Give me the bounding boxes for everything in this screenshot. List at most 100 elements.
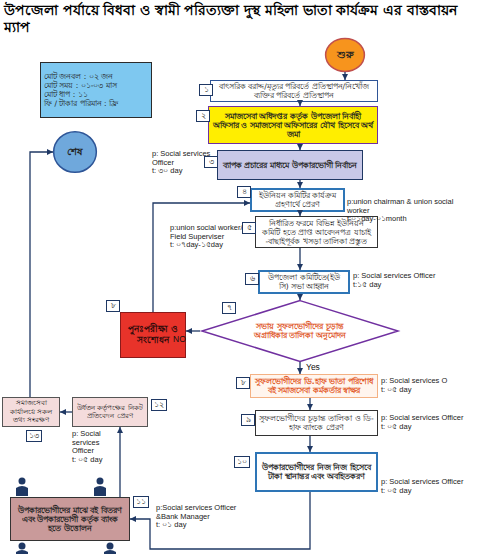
role-time-note: p: Social services Ot: ০৫ day [381,377,477,394]
flow-connector [299,180,300,188]
role-time-note: p:union chairman & union social workert:… [347,198,469,224]
callout-number-box: ১ [199,84,213,96]
callout-number: ১৩ [29,431,39,441]
summary-line: মোট সময় : ০১-০৩ মাস [44,81,117,90]
callout-number: ৪ [240,187,248,197]
node-text: সমাজসেবা অধিদপ্তর কর্তৃক উপজেলা নির্বাহী… [212,112,374,139]
callout-number: ১১ [136,497,146,507]
person-body [94,486,106,496]
node-text: উপজেলা কমিটিতে(ইউ সি) সভা আহ্বান [263,273,345,291]
start-terminal: শুরু [325,38,365,72]
summary-line: মোট ধাপ : ১১ [44,90,88,99]
person-head [97,478,104,485]
flow-connector [299,362,300,374]
callout-number: ১২ [154,400,164,410]
callout-number-box: ১১ [133,496,149,508]
callout-number: ৬ [248,274,256,284]
flow-connector [309,436,310,452]
role-time-note: p:union social worker/ Field Supervisert… [170,224,250,250]
role-time-text: p: Social services O [381,377,477,386]
process-box: বাৎসরিক বরাদ্দ/মৃত্যুর পরিবর্তে প্রতিস্থ… [210,80,378,102]
person-body [16,486,28,496]
process-box: উপকারভোগীদের মাঝে বই বিতরণ এবং উপকারভোগী… [10,497,130,541]
flow-connector [186,330,200,331]
flow-connector [344,72,345,80]
process-box: সমাজসেবা কার্যালয়ে সকল তথ্য সংরক্ষণ [2,397,60,427]
node-text: শুরু [337,49,354,61]
person-head [107,543,114,550]
callout-number: ৯ [244,415,252,425]
person-icon [16,478,28,497]
role-time-note: p: Social services Officert:১৫ day [353,272,465,289]
process-box: ইউনিয়ন কমিটির কার্যক্রম গ্রহণার্থে প্রে… [250,188,345,212]
terminal-outline [326,39,365,72]
role-time-text: t: ০৫ day [381,423,475,432]
node-text: বাৎসরিক বরাদ্দ/মৃত্যুর পরিবর্তে প্রতিস্থ… [214,82,374,100]
flow-connector [309,398,310,410]
callout-number-box: ৮ [106,300,120,312]
role-time-text: t:১৫ day [353,281,465,290]
role-time-text: t: ০৭day-১৫day [170,241,250,250]
flow-connector [153,203,250,312]
node-text: সমাজসেবা কার্যালয়ে সকল তথ্য সংরক্ষণ [6,399,56,424]
role-time-text: p: Social services Officer [353,272,465,281]
flow-connector [119,427,120,497]
process-box: ব্যাপক প্রচারের মাধ্যমে উপকারভোগী নির্বা… [217,150,363,180]
role-time-text: p: Social services Officer [381,414,475,423]
end-terminal: শেষ [53,131,97,173]
flow-connector [130,492,310,549]
person-icon [104,543,116,554]
callout-number-box: ৯ [241,414,255,426]
role-time-text: p: Social services Officer [152,150,214,167]
process-box: সমাজসেবা অধিদপ্তর কর্তৃক উপজেলা নির্বাহী… [208,106,378,144]
callout-number: ১ [202,85,210,95]
role-time-text: p: Social services Officer [381,478,475,487]
node-text: উর্ধতন কর্তৃপক্ষের নিকট প্রতিবেদন প্রেরণ [76,404,144,421]
process-box: উপজেলা কমিটিতে(ইউ সি) সভা আহ্বান [258,270,350,294]
process-box: উর্ধতন কর্তৃপক্ষের নিকট প্রতিবেদন প্রেরণ [72,397,148,427]
node-text: উপকারভোগীদের মাঝে বই বিতরণ এবং উপকারভোগী… [14,506,126,533]
process-box: সুফলভোগীদের ডি.হাফ ভাতা পরিশোধ বই সমাজসে… [250,374,378,398]
role-time-text: t:০১day-০১month [347,215,469,224]
person-head [19,478,26,485]
node-text: উপকারভোগীদের নিজ নিজ হিসেবে টাকা স্থানান… [260,463,373,481]
callout-number: ১০ [237,457,247,467]
role-time-text: p:Social services Officer &Bank Manager [156,504,248,521]
callout-number: ২ [199,111,207,121]
callout-number: ৫ [245,223,253,233]
person-body [104,550,116,554]
role-time-text: t: ০৫ day [72,456,118,465]
callout-number-box: ১০ [234,456,250,468]
callout-number-box: ৪ [237,186,251,198]
callout-number: ৮ [239,378,247,388]
role-time-text: t: ০১ day [156,521,248,530]
role-time-text: t: ০৫ day [381,487,475,496]
role-time-note: p: Social services Officert: ০৫ day [381,478,475,495]
node-text: সভায় সুফলভোগীদের চূড়ান্ত অগ্রাধিকার তা… [250,322,350,340]
callout-number: ৭ [225,303,233,313]
summary-line: ফি / টাকার পরিমান : ফ্রি [44,99,118,108]
diamond-outline [202,301,398,362]
role-time-text: p:union social worker/ Field Superviser [170,224,250,241]
person-icon [16,543,28,554]
callout-number-box: ৫ [242,222,256,234]
person-head [19,543,26,550]
flow-connector [60,411,72,412]
person-body [16,550,28,554]
callout-number-box: ২ [196,110,210,122]
role-time-note: p: Social services Officert: ০৫ day [381,414,475,431]
edge-label: Yes [306,362,320,372]
flow-connector [30,152,53,397]
node-text: সুফলভোগীদের ডি.হাফ ভাতা পরিশোধ বই সমাজসে… [254,377,374,395]
person-icon [94,478,106,497]
node-text: সুফলভোগীদের চূড়ান্ত তালিকা ও ডি-হাফ ব্য… [259,414,374,432]
callout-number: ৩ [207,157,215,167]
node-text: শেষ [67,146,83,158]
role-time-note: p: Social services Officert: ০৫ day [72,430,118,465]
callout-number-box: ৭ [222,302,236,314]
role-time-text: t: ০৫ day [381,386,477,395]
summary-line: মোট জনবল : ০২ জন [44,72,113,81]
callout-number-box: ৮ [236,377,250,389]
flow-connector [299,248,300,270]
